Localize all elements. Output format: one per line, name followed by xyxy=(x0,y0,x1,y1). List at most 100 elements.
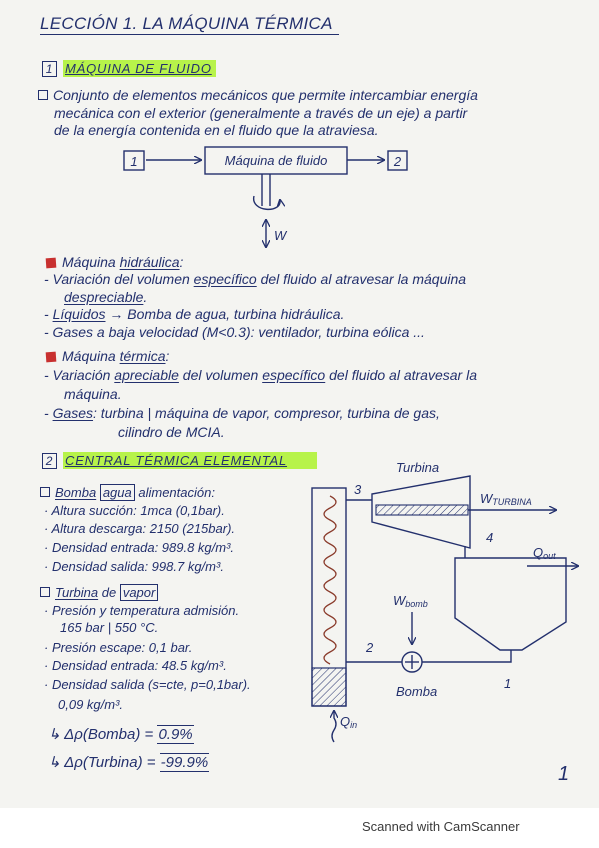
section-2-title: CENTRAL TÉRMICA ELEMENTAL xyxy=(63,452,318,469)
text-part: - xyxy=(44,405,53,421)
text-boxed: vapor xyxy=(119,584,159,601)
thermal-line-1-cont: máquina. xyxy=(64,386,122,402)
text-keyword: Líquidos xyxy=(52,306,106,322)
condensate-pipe xyxy=(422,650,512,663)
turbine-item-4: · Densidad salida (s=cte, p=0,1bar). xyxy=(44,677,251,692)
hydraulic-line-1-cont: despreciable. xyxy=(64,289,147,305)
page-title: LECCIÓN 1. LA MÁQUINA TÉRMICA xyxy=(40,14,339,35)
section-2-number: 2 xyxy=(42,453,57,469)
result-value: -99.9% xyxy=(159,753,210,772)
turbine xyxy=(371,475,471,549)
turbine-work-label: WTURBINA xyxy=(480,491,532,507)
thermal-line-1: - Variación apreciable del volumen espec… xyxy=(44,367,477,383)
definition-text-1: Conjunto de elementos mecánicos que perm… xyxy=(53,87,478,103)
checkbox-bullet-icon xyxy=(40,587,50,597)
hydraulic-heading-part: Máquina xyxy=(62,254,120,270)
turbine-item-2: · Presión escape: 0,1 bar. xyxy=(44,640,193,655)
state-1-label: 1 xyxy=(504,676,511,691)
text-keyword: Gases xyxy=(52,405,94,421)
red-bullet-icon xyxy=(45,257,57,269)
thermal-heading-colon: : xyxy=(165,348,170,364)
condenser xyxy=(454,557,567,651)
result-turbine: ↳ Δρ(Turbina) = -99.9% xyxy=(48,753,210,772)
definition-line-3: de la energía contenida en el fluido que… xyxy=(54,122,379,138)
section-2-heading: 2 CENTRAL TÉRMICA ELEMENTAL xyxy=(42,452,318,469)
work-label: W xyxy=(274,228,288,243)
section-1-title: MÁQUINA DE FLUIDO xyxy=(63,60,216,77)
hydraulic-heading: Máquina hidráulica: xyxy=(62,254,183,270)
text-part: : turbina | máquina de vapor, compresor,… xyxy=(93,405,440,421)
turbine-item-1: · Presión y temperatura admisión. xyxy=(44,603,240,618)
heat-out-label: Qout xyxy=(533,545,556,561)
diagrams-layer: 1 Máquina de fluido 2 W xyxy=(123,146,599,743)
pump-item-3: · Densidad entrada: 989.8 kg/m³. xyxy=(44,540,235,555)
hydraulic-heading-keyword: hidráulica xyxy=(119,254,180,270)
text-part: - Variación xyxy=(44,367,115,383)
boiler-tube xyxy=(323,495,337,665)
state-2-label: 2 xyxy=(365,640,374,655)
machine-label: Máquina de fluido xyxy=(225,153,328,168)
text-keyword: despreciable xyxy=(64,289,144,305)
state-3-label: 3 xyxy=(354,482,362,497)
inlet-label: 1 xyxy=(130,154,137,169)
text-part: del fluido al atravesar la xyxy=(325,367,477,383)
turbine-shaft xyxy=(375,504,469,516)
text-part: - Variación del volumen xyxy=(44,271,194,287)
thermal-line-2: - Gases: turbina | máquina de vapor, com… xyxy=(44,405,440,421)
definition-line-1: Conjunto de elementos mecánicos que perm… xyxy=(38,87,478,103)
text-keyword: específico xyxy=(262,367,326,383)
turbine-item-1-cont: 165 bar | 550 °C. xyxy=(60,620,159,635)
text-keyword: Bomba xyxy=(55,485,97,500)
definition-line-2: mecánica con el exterior (generalmente a… xyxy=(54,105,468,121)
text-keyword: apreciable xyxy=(114,367,179,383)
scanner-footer: Scanned with CamScanner xyxy=(362,819,520,834)
outlet-box xyxy=(387,150,408,171)
thermal-heading: Máquina térmica: xyxy=(62,348,169,364)
inlet-box xyxy=(123,150,145,171)
hydraulic-line-2: - Líquidos → Bomba de agua, turbina hidr… xyxy=(44,306,344,322)
hydraulic-line-3: - Gases a baja velocidad (M<0.3): ventil… xyxy=(44,324,425,340)
hydraulic-heading-colon: : xyxy=(179,254,184,270)
outlet-label: 2 xyxy=(393,154,402,169)
text-part: . xyxy=(143,289,148,305)
fluid-machine-diagram: 1 Máquina de fluido 2 W xyxy=(123,146,408,247)
checkbox-bullet-icon xyxy=(40,487,50,497)
text-part: alimentación: xyxy=(134,485,215,500)
result-pump: ↳ Δρ(Bomba) = 0.9% xyxy=(48,725,194,744)
pump-heading: Bomba agua alimentación: xyxy=(40,484,215,501)
checkbox-bullet-icon xyxy=(38,90,48,100)
thermal-heading-keyword: térmica xyxy=(119,348,166,364)
thermal-heading-part: Máquina xyxy=(62,348,120,364)
page-number: 1 xyxy=(558,763,570,785)
paper-sheet xyxy=(0,0,599,808)
text-part: - xyxy=(44,306,53,322)
pump-label: Bomba xyxy=(396,684,437,699)
pump-item-4: · Densidad salida: 998.7 kg/m³. xyxy=(44,559,224,574)
thermal-line-2-cont: cilindro de MCIA. xyxy=(118,424,225,440)
heat-in-arrow xyxy=(332,711,336,743)
thermal-plant-diagram: Turbina 3 WTURBINA 4 Qout Wbomb 2 Bomba … xyxy=(311,460,578,743)
text-boxed: agua xyxy=(99,484,135,501)
text-part: del fluido al atravesar la máquina xyxy=(256,271,467,287)
turbine-label: Turbina xyxy=(396,460,439,475)
heat-in-label: Qin xyxy=(340,714,357,730)
result-value: 0.9% xyxy=(157,725,194,744)
boiler-burner xyxy=(311,667,347,707)
pump-item-2: · Altura descarga: 2150 (215bar). xyxy=(44,521,236,536)
red-bullet-icon xyxy=(45,351,57,363)
state-4-label: 4 xyxy=(486,530,493,545)
text-part: → Bomba de agua, turbina hidráulica. xyxy=(105,306,345,322)
turbine-item-4-cont: 0,09 kg/m³. xyxy=(58,697,124,712)
text-keyword: específico xyxy=(193,271,257,287)
turbine-heading: Turbina de vapor xyxy=(40,584,159,601)
pump-work-label: Wbomb xyxy=(393,593,428,609)
pump-item-1: · Altura succión: 1mca (0,1bar). xyxy=(44,503,225,518)
result-label: ↳ Δρ(Bomba) = xyxy=(48,726,158,743)
turbine-item-3: · Densidad entrada: 48.5 kg/m³. xyxy=(44,658,227,673)
text-keyword: Turbina xyxy=(55,585,99,600)
hydraulic-line-1: - Variación del volumen específico del f… xyxy=(44,271,466,287)
result-label: ↳ Δρ(Turbina) = xyxy=(48,754,160,771)
text-part: del volumen xyxy=(178,367,263,383)
